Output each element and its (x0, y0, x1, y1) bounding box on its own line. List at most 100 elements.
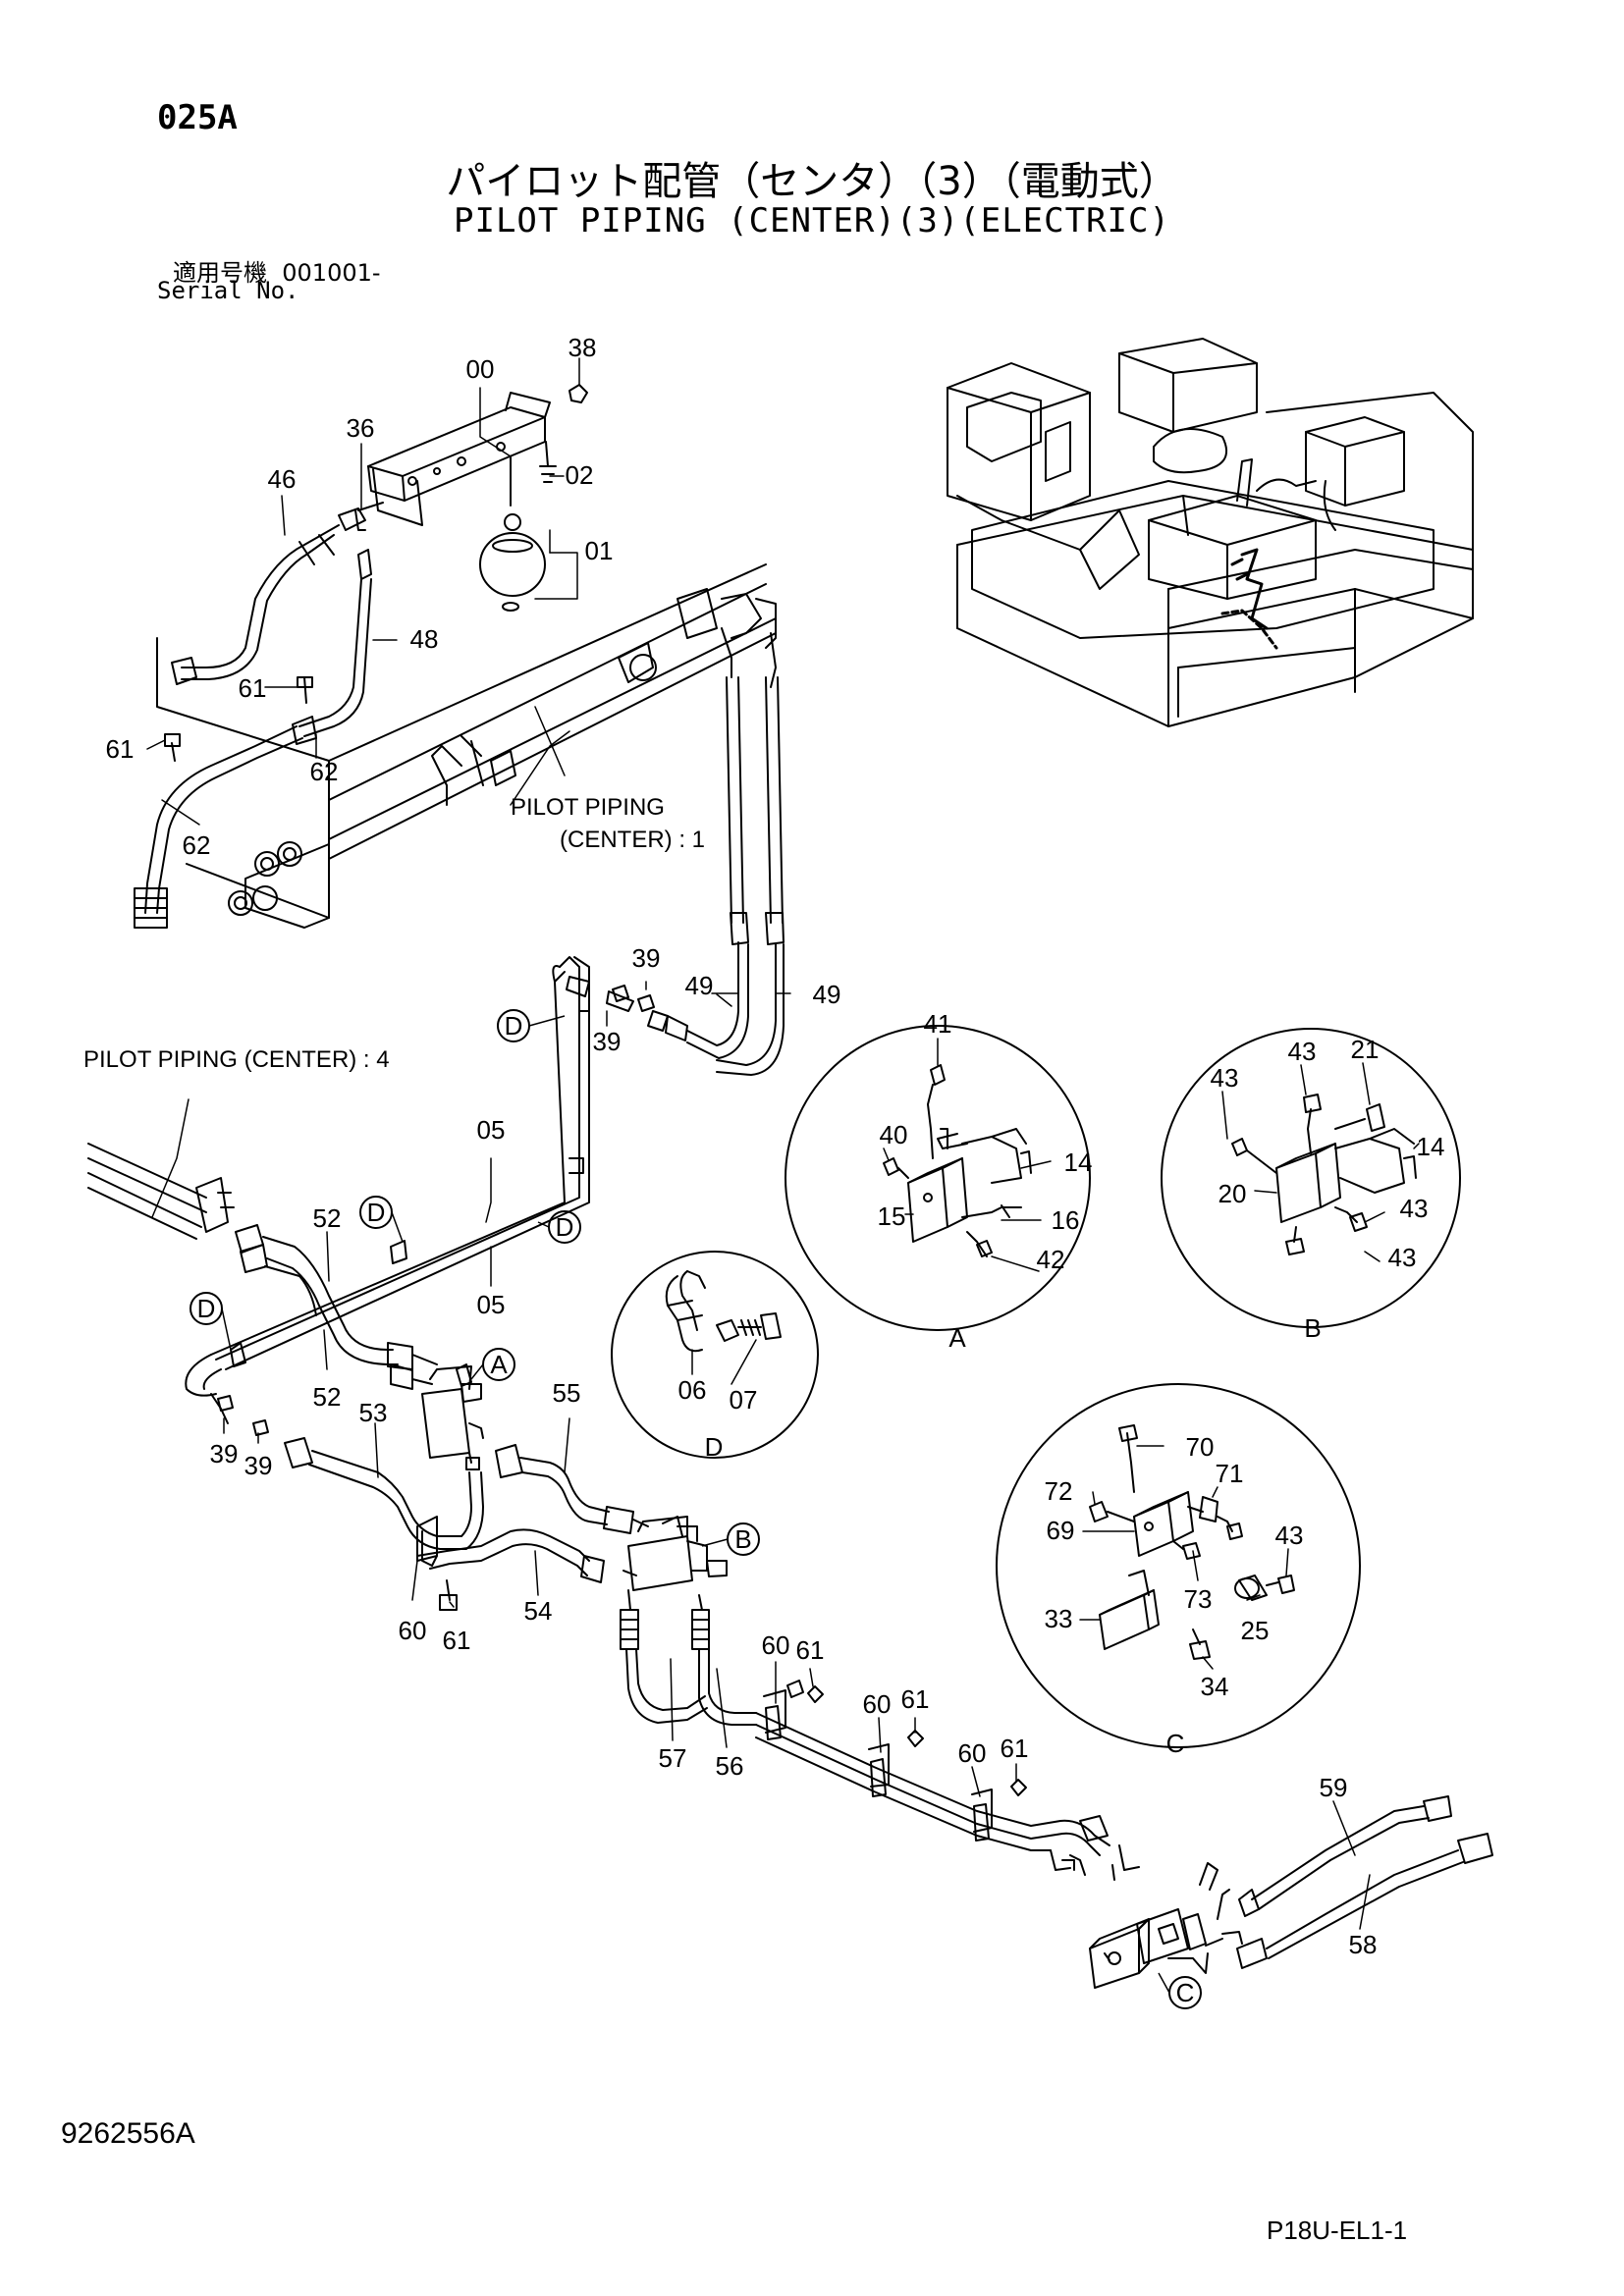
ref-marker-letter-a: A (490, 1350, 508, 1379)
part-callout-43: 43 (1211, 1063, 1239, 1093)
detail-view-label-b: B (1304, 1313, 1321, 1343)
title-english: PILOT PIPING (CENTER)(3)(ELECTRIC) (454, 201, 1170, 240)
part-callout-52: 52 (313, 1382, 342, 1412)
center-pipe-bundle-4 (87, 1143, 235, 1240)
part-callout-61: 61 (239, 673, 267, 703)
note-pilot-piping-center-4: PILOT PIPING (CENTER) : 4 (83, 1046, 390, 1073)
ref-marker-letter-d: D (556, 1212, 574, 1242)
part-callout-46: 46 (268, 464, 297, 494)
detail-view-label-d: D (705, 1432, 724, 1462)
part-callout-15: 15 (878, 1201, 906, 1231)
detail-circle-a (785, 1025, 1091, 1331)
part-callout-69: 69 (1047, 1516, 1075, 1545)
part-callout-21: 21 (1351, 1035, 1380, 1064)
part-callout-56: 56 (716, 1751, 744, 1781)
part-callout-72: 72 (1045, 1476, 1073, 1506)
part-callout-33: 33 (1045, 1604, 1073, 1633)
reference-notes: PILOT PIPING (CENTER) : 1 PILOT PIPING (… (83, 794, 705, 1073)
part-callout-34: 34 (1201, 1672, 1229, 1701)
part-callout-43: 43 (1388, 1243, 1417, 1272)
part-callout-14: 14 (1417, 1132, 1445, 1161)
hose-56-57-run (620, 1589, 1140, 1881)
accumulator-bracket-assembly (338, 384, 588, 612)
part-callout-01: 01 (585, 536, 614, 565)
part-callout-02: 02 (566, 460, 594, 490)
detail-circle-d (611, 1251, 819, 1459)
ref-marker-letter-d: D (197, 1294, 216, 1323)
part-callout-36: 36 (347, 413, 375, 443)
valve-c-hoses-58-59 (1089, 1795, 1493, 1989)
part-callout-48: 48 (410, 624, 439, 654)
part-callout-62: 62 (183, 830, 211, 860)
hose-46-48-group (134, 524, 372, 929)
machine-overview-illustration (947, 338, 1474, 727)
part-callout-38: 38 (568, 333, 597, 362)
part-callout-61: 61 (106, 734, 135, 764)
detail-view-label-c: C (1166, 1729, 1185, 1758)
part-callout-05: 05 (477, 1290, 506, 1319)
part-callout-20: 20 (1218, 1179, 1247, 1208)
detail-circle-c (996, 1383, 1361, 1748)
part-callout-61: 61 (901, 1684, 930, 1714)
title-japanese: パイロット配管（センタ）（3）（電動式） (446, 159, 1178, 204)
note-pilot-piping-center-1-line2: (CENTER) : 1 (560, 827, 705, 853)
part-callout-61: 61 (796, 1635, 825, 1665)
detail-circle-b (1161, 1028, 1461, 1328)
hose-53-54-group (284, 1437, 605, 1611)
hose-55-valve-b (495, 1444, 728, 1591)
part-callout-05: 05 (477, 1115, 506, 1145)
ref-marker-letter-c: C (1176, 1978, 1195, 2007)
sheet-code: P18U-EL1-1 (1267, 2216, 1408, 2245)
hose-49-group (566, 912, 785, 1076)
part-callout-39: 39 (632, 943, 661, 973)
part-callout-25: 25 (1241, 1616, 1270, 1645)
part-callout-60: 60 (399, 1616, 427, 1645)
serial-line-japanese: 適用号機 001001- (173, 253, 381, 288)
detail-c-content (1089, 1424, 1295, 1660)
part-callout-60: 60 (762, 1630, 790, 1660)
part-callout-62: 62 (310, 757, 339, 786)
part-callout-39: 39 (210, 1439, 239, 1468)
part-callout-14: 14 (1064, 1148, 1093, 1177)
center-pipe-bundle (156, 563, 784, 929)
serial-label-jp: 適用号機 (173, 259, 267, 287)
leader-lines (146, 357, 1420, 1930)
part-callout-16: 16 (1052, 1205, 1080, 1235)
part-callout-41: 41 (924, 1009, 952, 1039)
part-callout-49: 49 (685, 971, 714, 1000)
part-callout-39: 39 (593, 1027, 622, 1056)
part-callout-43: 43 (1288, 1037, 1317, 1066)
part-callout-07: 07 (730, 1385, 758, 1415)
part-callout-43: 43 (1275, 1521, 1304, 1550)
part-callout-57: 57 (659, 1743, 687, 1773)
part-callout-49: 49 (813, 980, 841, 1009)
detail-d-content (665, 1270, 782, 1353)
part-callout-61: 61 (1001, 1734, 1029, 1763)
loose-fittings (217, 985, 804, 1698)
page-code: 025A (157, 98, 238, 137)
ref-marker-letter-b: B (734, 1524, 751, 1554)
drawing-number: 9262556A (61, 2117, 195, 2150)
part-callout-39: 39 (244, 1451, 273, 1480)
part-callout-54: 54 (524, 1596, 553, 1626)
detail-view-label-a: A (948, 1323, 966, 1353)
part-callout-58: 58 (1349, 1930, 1378, 1959)
part-callout-53: 53 (359, 1398, 388, 1427)
part-callout-52: 52 (313, 1203, 342, 1233)
part-callout-59: 59 (1320, 1773, 1348, 1802)
detail-b-content (1231, 1094, 1417, 1255)
serial-label-english: Serial No. (157, 277, 299, 304)
part-callout-60: 60 (958, 1738, 987, 1768)
part-callout-42: 42 (1037, 1245, 1065, 1274)
part-callout-00: 00 (466, 354, 495, 384)
serial-value: 001001- (282, 259, 381, 287)
part-callout-55: 55 (553, 1378, 581, 1408)
part-callout-73: 73 (1184, 1584, 1213, 1614)
pipe-52-53-valve-a (235, 1224, 484, 1470)
pipe-05-group (185, 956, 590, 1424)
ref-marker-letter-d: D (367, 1198, 386, 1227)
note-pilot-piping-center-1-line1: PILOT PIPING (511, 794, 665, 821)
part-callout-40: 40 (880, 1120, 908, 1149)
